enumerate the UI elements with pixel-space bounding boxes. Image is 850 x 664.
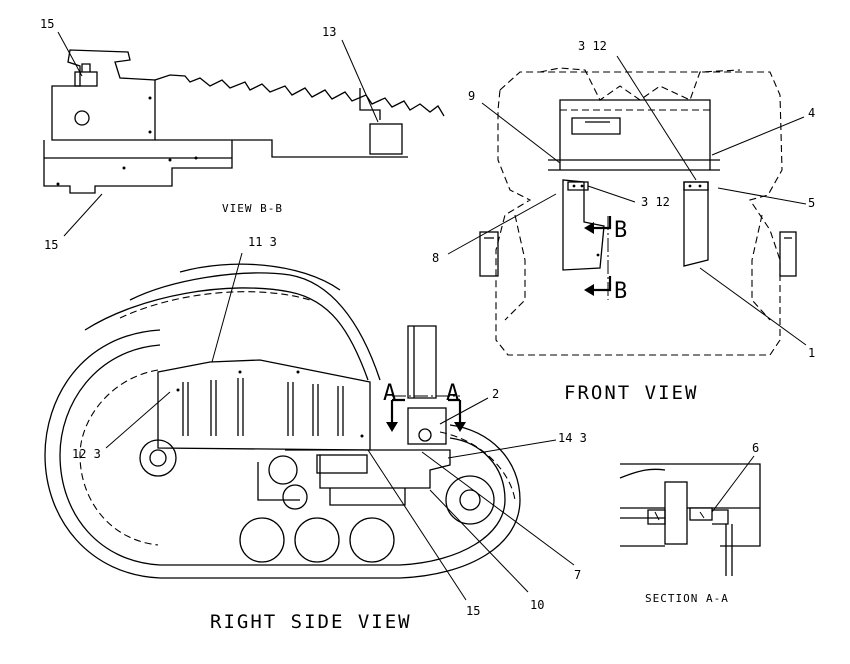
callout-5: 5 — [808, 196, 815, 210]
section-aa-drawing — [619, 463, 761, 576]
section-mark-a-left: A — [383, 381, 396, 406]
view-bb-title: VIEW B-B — [222, 202, 283, 215]
callout-15-bb-bottom: 15 — [44, 238, 58, 252]
callout-12-3: 12 3 — [72, 447, 101, 461]
callout-6: 6 — [752, 441, 759, 455]
callout-3-12-top: 3 12 — [578, 39, 607, 53]
view-bb-drawing — [43, 49, 445, 194]
callout-8: 8 — [432, 251, 439, 265]
callout-15-bb-top: 15 — [40, 17, 54, 31]
right-side-view-drawing — [44, 263, 521, 579]
callout-2: 2 — [492, 387, 499, 401]
front-view-title: FRONT VIEW — [564, 382, 698, 404]
section-mark-b-upper: B — [614, 218, 627, 243]
section-mark-a-right: A — [446, 381, 459, 406]
callout-7: 7 — [574, 568, 581, 582]
leader-lines — [57, 31, 807, 601]
callout-14-3: 14 3 — [558, 431, 587, 445]
front-view-drawing — [479, 67, 797, 356]
callout-10: 10 — [530, 598, 544, 612]
callout-15-side: 15 — [466, 604, 480, 618]
section-aa-title: SECTION A-A — [645, 592, 729, 605]
callout-9: 9 — [468, 89, 475, 103]
callout-1: 1 — [808, 346, 815, 360]
section-mark-b-lower: B — [614, 279, 627, 304]
callout-13: 13 — [322, 25, 336, 39]
callout-3-12-mid: 3 12 — [641, 195, 670, 209]
labels: VIEW B-B FRONT VIEW RIGHT SIDE VIEW SECT… — [40, 17, 815, 633]
callout-4: 4 — [808, 106, 815, 120]
callout-11-3: 11 3 — [248, 235, 277, 249]
right-side-view-title: RIGHT SIDE VIEW — [210, 611, 412, 633]
